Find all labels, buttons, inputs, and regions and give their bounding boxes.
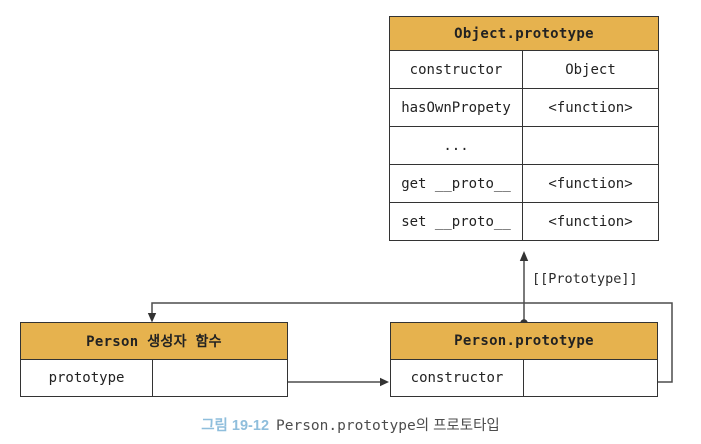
table-row: ...	[389, 126, 659, 165]
figure-caption-code: Person.prototype	[276, 418, 416, 434]
property-key-cell: constructor	[389, 50, 523, 89]
arrowhead-up-icon	[519, 251, 529, 261]
table-row: constructor Object	[389, 50, 659, 89]
property-value-cell: <function>	[522, 202, 659, 241]
property-key-cell: hasOwnPropety	[389, 88, 523, 127]
table-row: constructor	[390, 359, 658, 397]
person-constructor-table-title: Person 생성자 함수	[20, 322, 288, 360]
table-row: prototype	[20, 359, 288, 397]
property-value-cell: <function>	[522, 164, 659, 203]
table-row: hasOwnPropety <function>	[389, 88, 659, 127]
property-key-cell: prototype	[20, 359, 153, 397]
property-key-cell: ...	[389, 126, 523, 165]
property-value-cell	[523, 359, 658, 397]
property-value-cell: <function>	[522, 88, 659, 127]
figure-caption: 그림 19-12 Person.prototype의 프로토타입	[0, 414, 701, 435]
arrowhead-right-icon	[380, 377, 389, 387]
property-key-cell: constructor	[390, 359, 524, 397]
property-value-cell: Object	[522, 50, 659, 89]
object-prototype-table: Object.prototype constructor Object hasO…	[389, 16, 659, 241]
property-key-cell: get __proto__	[389, 164, 523, 203]
table-row: set __proto__ <function>	[389, 202, 659, 241]
person-constructor-table: Person 생성자 함수 prototype	[20, 322, 288, 397]
prototype-link-label: [[Prototype]]	[532, 271, 638, 287]
object-prototype-table-title: Object.prototype	[389, 16, 659, 51]
property-value-cell	[522, 126, 659, 165]
person-prototype-table: Person.prototype constructor	[390, 322, 658, 397]
property-value-cell	[152, 359, 288, 397]
person-prototype-table-title: Person.prototype	[390, 322, 658, 360]
property-key-cell: set __proto__	[389, 202, 523, 241]
figure-caption-suffix: 의 프로토타입	[415, 418, 500, 434]
table-row: get __proto__ <function>	[389, 164, 659, 203]
figure-number: 그림 19-12	[201, 418, 270, 434]
